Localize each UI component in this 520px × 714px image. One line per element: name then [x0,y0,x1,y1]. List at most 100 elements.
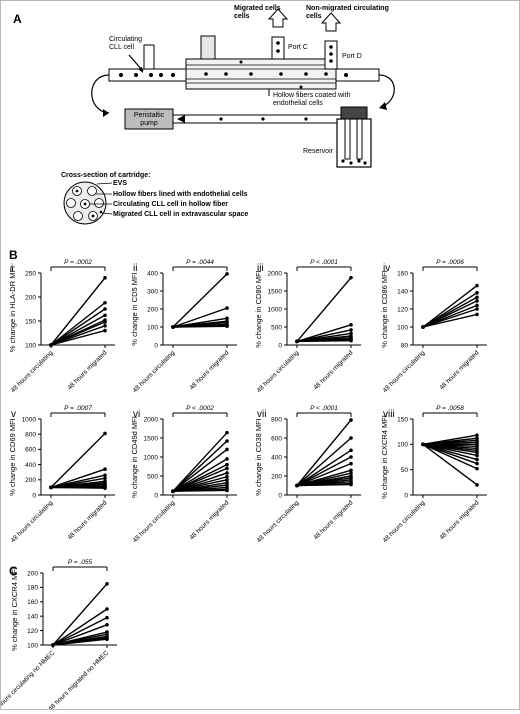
y-axis-label: % change in CD86 MFI [380,270,389,348]
series-end-point [225,462,229,467]
y-tick-label: 500 [147,473,158,480]
left-loop [91,74,110,114]
y-tick-label: 0 [154,492,158,499]
y-axis-label: % change in CD38 MFI [254,418,263,496]
panel-a-letter: A [13,12,22,26]
x-category-label: 48 hours circulating [256,499,301,544]
reservoir-cap [340,106,368,120]
series-end-point [349,323,353,327]
series-end-point [103,324,107,328]
series-end-point [349,471,353,475]
label-cll-cell: CLL cell [109,44,134,51]
series-line-7 [422,313,478,328]
series-end-point [475,453,479,458]
series-start-point [49,485,53,490]
p-value: P = .055 [68,559,93,566]
y-axis-label: % change in CD5 MFI [130,272,139,345]
y-tick-label: 2000 [268,270,283,277]
x-category-label: 48 hours migrated [188,349,230,391]
label-cells-2: cells [306,13,322,20]
cartridge-cells [204,60,328,89]
chart-numeral: vii [257,409,266,420]
y-axis-label: % change in CD80 MFI [254,270,263,348]
arrowhead [138,67,143,73]
panel-b-letter: B [9,248,18,262]
x-category-label: 48 hours migrated [312,349,354,391]
series-start-point [421,325,425,329]
y-tick-label: 150 [25,318,36,325]
y-tick-label: 200 [147,306,158,313]
series-end-point [225,466,229,471]
series-line-1 [296,277,352,342]
series-end-point [475,457,479,462]
series-end-point [349,418,353,422]
cross-cells [75,189,103,218]
y-tick-label: 250 [25,270,36,277]
series-line-3 [172,448,228,492]
series-end-point [349,468,353,473]
series-line-13 [296,483,352,487]
x-category-label: 48 hours migrated no HMEC [47,649,110,709]
label-port-c: Port C [288,44,308,51]
series-end-point [225,478,229,482]
series-end-point [105,607,109,611]
y-axis-label: % change in CXCR4 MFI [380,415,389,499]
series-end-point [105,582,109,586]
reservoir-tube-1 [344,118,351,160]
x-category-label: 48 hours circulating [382,349,427,394]
series-line-7 [50,325,106,346]
label-non-migrated: Non-migrated circulating [306,5,389,12]
series-end-point [475,307,479,311]
pointer-legend-3 [101,212,113,215]
series-start-point [421,442,425,447]
chart-numeral: v [11,409,16,420]
series-end-point [103,328,107,333]
tube-cells [119,73,348,77]
y-tick-label: 400 [25,462,36,469]
series-end-point [103,307,107,311]
series-start-point [171,325,175,329]
series-start-point [49,343,53,347]
y-tick-label: 160 [397,270,408,277]
series-line-9 [52,638,108,646]
series-line-11 [50,486,106,489]
chart-c: 10012014016018020048 hours circulating n… [0,559,117,714]
series-line-2 [50,302,106,346]
charts-group: 100 150 200 250 48 hours circulating 48 hours… [0,259,487,714]
y-tick-label: 400 [147,270,158,277]
x-category-label: 48 hours circulating [256,349,301,394]
series-line-1 [296,419,352,486]
x-category-label: 48 hours circulating [132,499,177,544]
y-axis-label: % change in HLA-DR MFI [8,266,17,352]
chart-numeral: vi [133,409,140,420]
y-tick-label: 160 [27,599,38,606]
return-arrow [177,115,185,123]
p-value: P = .0044 [186,259,214,266]
label-reservoir: Reservoir [303,148,334,155]
x-category-label: 48 hours migrated [188,499,230,541]
y-tick-label: 500 [271,324,282,331]
port-c-arrow [267,8,289,28]
y-tick-label: 100 [27,642,38,649]
series-end-point [349,331,353,336]
p-value: P < .0002 [186,405,214,412]
series-line-3 [52,617,108,646]
series-end-point [225,272,229,276]
series-line-14 [422,443,478,486]
reservoir-tube-2 [356,118,363,160]
series-start-point [171,489,175,494]
port-d-arrow [320,12,342,32]
series-end-point [225,471,229,475]
series-end-point [225,488,229,493]
x-category-label: 48 hours circulating [10,499,55,544]
series-end-point [349,338,353,343]
y-tick-label: 0 [154,342,158,349]
y-tick-label: 120 [27,628,38,635]
series-line-1 [50,277,106,346]
y-tick-label: 120 [397,306,408,313]
